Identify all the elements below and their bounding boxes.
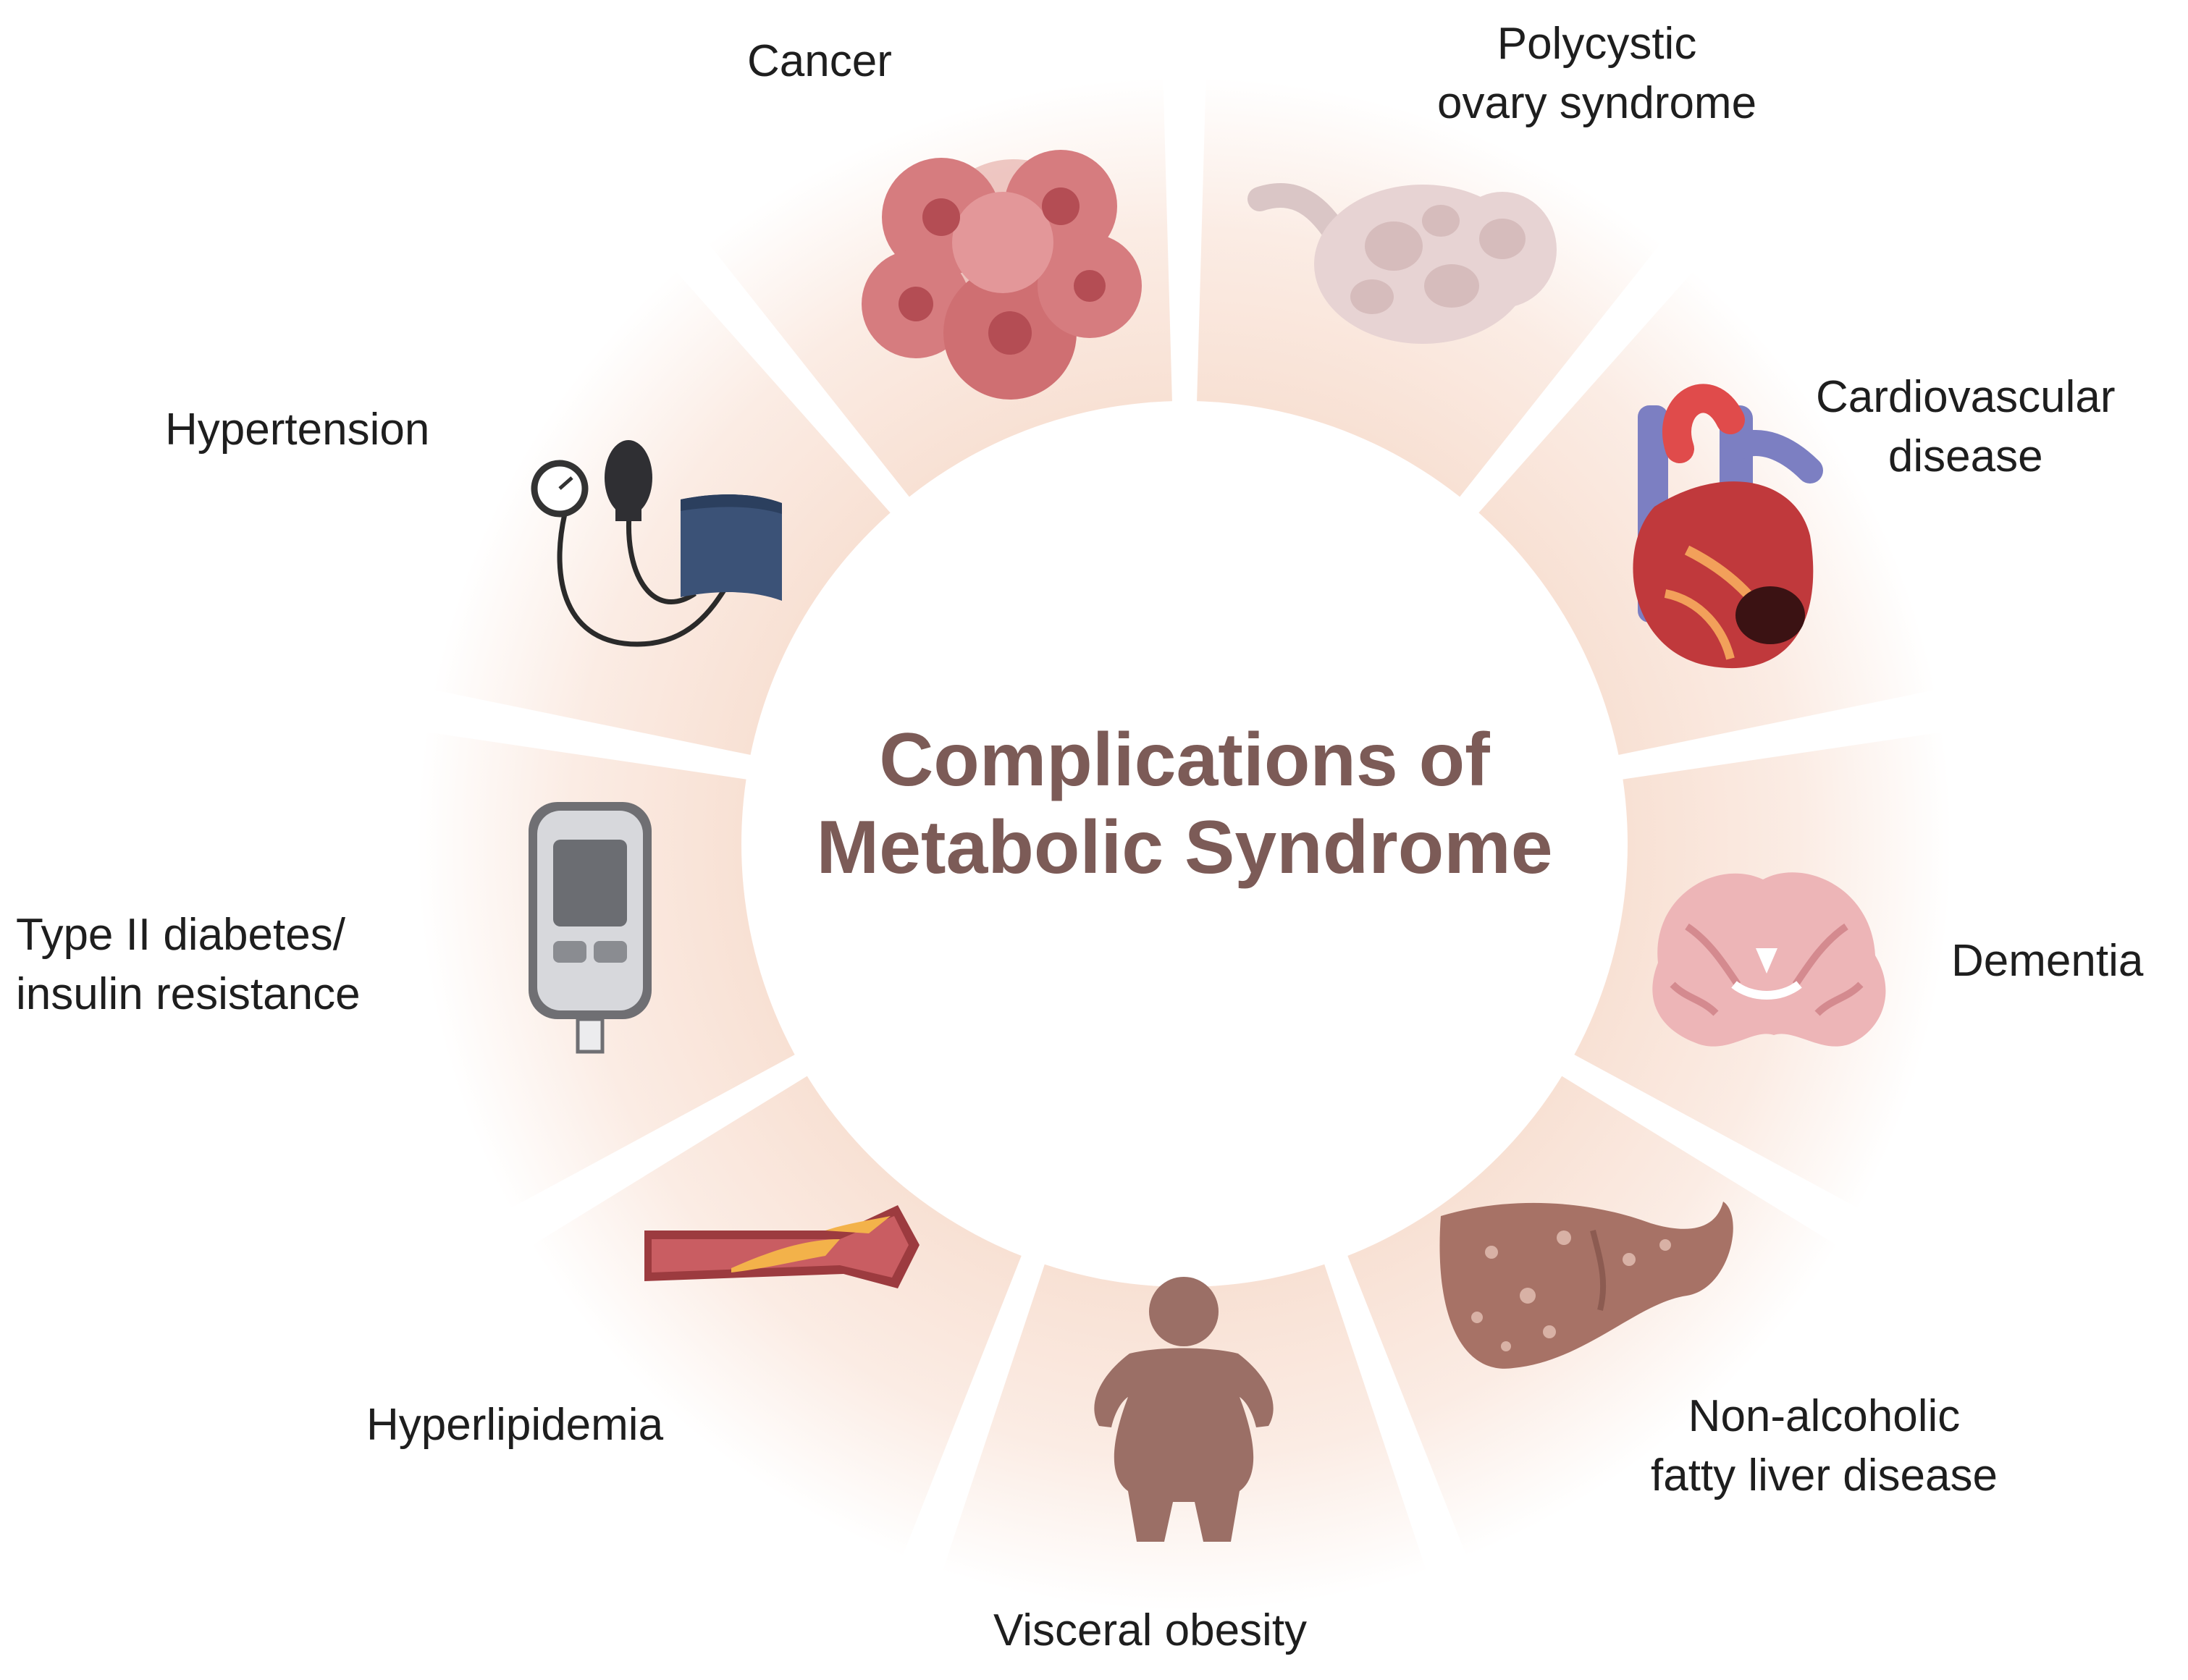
center-circle bbox=[741, 401, 1628, 1287]
heart-icon bbox=[1633, 384, 1823, 669]
clogged-artery-icon bbox=[644, 1205, 920, 1288]
label-type-ii-diabetes: Type II diabetes/ insulin resistance bbox=[16, 910, 361, 1019]
label-nafld: Non-alcoholic fatty liver disease bbox=[1651, 1391, 1998, 1500]
label-polycystic-ovary-syndrome: Polycystic ovary syndrome bbox=[1437, 19, 1757, 128]
label-hypertension: Hypertension bbox=[165, 405, 430, 455]
glucose-meter-icon bbox=[529, 802, 652, 1054]
ovary-icon bbox=[1247, 183, 1557, 344]
diagram-title: Complications of Metabolic Syndrome bbox=[816, 718, 1553, 890]
liver-icon bbox=[1439, 1202, 1733, 1369]
label-dementia: Dementia bbox=[1951, 936, 2144, 986]
label-visceral-obesity: Visceral obesity bbox=[993, 1605, 1308, 1655]
cancer-cells-icon bbox=[862, 150, 1142, 400]
label-hyperlipidemia: Hyperlipidemia bbox=[366, 1400, 664, 1450]
label-cardiovascular-disease: Cardiovascular disease bbox=[1816, 372, 2116, 481]
blood-pressure-monitor-icon bbox=[531, 440, 782, 647]
obese-person-icon bbox=[1094, 1277, 1274, 1542]
label-cancer: Cancer bbox=[747, 36, 892, 86]
brain-icon bbox=[1652, 872, 1886, 1047]
